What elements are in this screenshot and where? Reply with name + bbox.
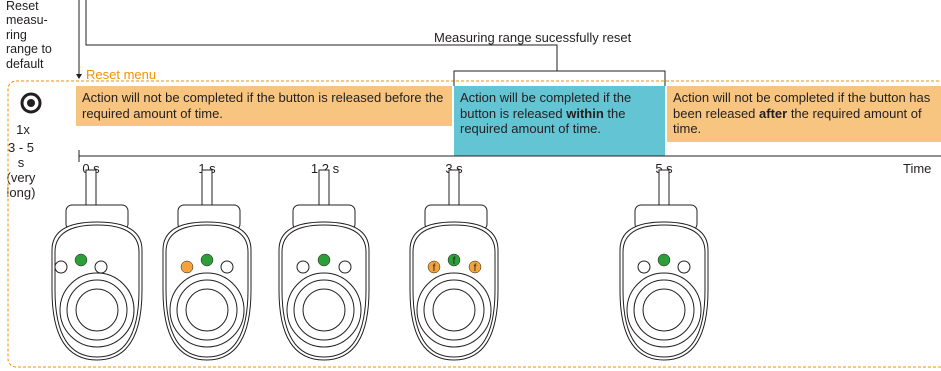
press-duration: 3 - 5 s (very long) (3, 140, 39, 200)
led-right-orange-flashing: f (468, 260, 482, 274)
action-label: Reset measu- ring range to default (6, 0, 72, 71)
reset-menu-label: Reset menu (86, 67, 157, 82)
sensor-device-3s (409, 169, 499, 361)
success-label: Measuring range sucessfully reset (434, 30, 632, 45)
led-center-green (200, 253, 214, 267)
action-label-line: Reset (6, 0, 39, 13)
led-right-off (220, 260, 234, 274)
success-connector (85, 0, 558, 56)
sensor-device-1s (162, 169, 252, 361)
success-bracket (453, 70, 666, 86)
sensor-device-1-2s (278, 169, 370, 361)
press-duration-line: long) (6, 185, 36, 200)
led-left-off (637, 260, 651, 274)
box-within-text-pre: Action will be completed if the button i… (460, 90, 632, 121)
box-released-after: Action will not be completed if the butt… (667, 86, 941, 142)
box-after-text-pre: Action will not be completed if the butt… (673, 90, 931, 121)
button-press-icon (20, 92, 42, 114)
action-arrow-head (76, 74, 82, 79)
press-count: 1x (16, 122, 30, 137)
led-right-off (338, 260, 352, 274)
led-right-off (677, 260, 691, 274)
flash-symbol: f (474, 263, 477, 274)
action-label-line: range to (6, 42, 52, 57)
action-label-line: default (6, 56, 44, 71)
press-duration-line: (very (6, 170, 36, 185)
led-center-green (74, 253, 88, 267)
led-left-orange-flashing: f (427, 260, 441, 274)
box-released-before-text: Action will not be completed if the butt… (82, 90, 444, 121)
box-released-within: Action will be completed if the button i… (454, 86, 665, 156)
led-center-green-flashing: f (447, 253, 461, 267)
action-label-line: ring (6, 27, 27, 42)
time-axis-label: Time (903, 161, 932, 176)
led-right-off (94, 260, 108, 274)
led-center-green (317, 253, 331, 267)
led-left-off (296, 260, 310, 274)
sensor-device-0s (51, 169, 143, 361)
sensor-device-5s (619, 169, 709, 361)
box-within-text-post: the required amount of time. (460, 105, 626, 137)
action-label-line: measu- (6, 13, 48, 28)
press-duration-line: 3 - 5 s (7, 140, 34, 170)
led-left-orange (180, 260, 194, 274)
flash-symbol: f (433, 263, 436, 274)
reset-menu-border (7, 80, 941, 368)
tick-label: 1.2 s (310, 161, 340, 176)
box-within-text-bold: within (566, 105, 604, 121)
led-left-off (54, 260, 68, 274)
led-center-green (657, 253, 671, 267)
flash-symbol: f (453, 256, 456, 267)
box-released-before: Action will not be completed if the butt… (76, 86, 452, 126)
box-after-text-bold: after (759, 105, 788, 121)
box-after-text-post: the required amount of time. (673, 105, 922, 137)
